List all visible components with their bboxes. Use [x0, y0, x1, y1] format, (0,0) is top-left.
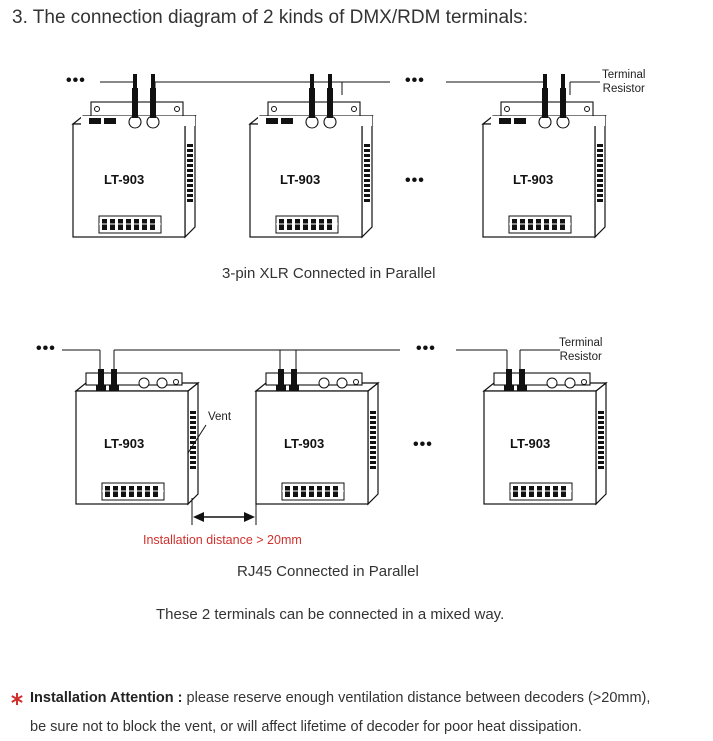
attention-line-1: Installation Attention : please reserve … [30, 690, 650, 706]
xlr-decoder-1 [72, 73, 196, 238]
rj45-ellipsis-top: ••• [416, 340, 436, 357]
rj45-row [62, 349, 607, 525]
vent-label: Vent [208, 411, 232, 423]
mixed-way-note: These 2 terminals can be connected in a … [156, 606, 505, 623]
xlr-caption: 3-pin XLR Connected in Parallel [222, 265, 436, 282]
xlr-decoder-2 [249, 73, 373, 238]
xlr-decoder-3-model: LT-903 [513, 172, 554, 187]
installation-distance-label: Installation distance > 20mm [143, 533, 302, 547]
xlr-decoder-1-model: LT-903 [104, 172, 145, 187]
section-heading: 3. The connection diagram of 2 kinds of … [12, 7, 529, 28]
xlr-row [72, 73, 606, 238]
rj45-decoder-3-model: LT-903 [510, 436, 551, 451]
rj45-decoder-1-model: LT-903 [104, 436, 145, 451]
vent-pointer [187, 424, 207, 454]
rj45-caption: RJ45 Connected in Parallel [237, 563, 419, 580]
xlr-terminal-resistor-label: Terminal Resistor [602, 69, 646, 95]
rj45-terminal-resistor-label: Terminal Resistor [559, 337, 603, 363]
xlr-ellipsis-top: ••• [405, 72, 425, 89]
distance-arrow [191, 498, 257, 525]
attention-title: Installation Attention : [30, 690, 183, 706]
xlr-ellipsis-left: ••• [66, 72, 86, 89]
attention-line-2: be sure not to block the vent, or will a… [30, 719, 582, 735]
xlr-ellipsis-middle: ••• [405, 172, 425, 189]
xlr-decoder-2-model: LT-903 [280, 172, 321, 187]
asterisk-icon [11, 693, 23, 705]
rj45-ellipsis-middle: ••• [413, 436, 433, 453]
rj45-decoder-2-model: LT-903 [284, 436, 325, 451]
rj45-ellipsis-left: ••• [36, 340, 56, 357]
attention-text-1: please reserve enough ventilation distan… [182, 690, 651, 706]
xlr-decoder-3 [482, 73, 606, 238]
